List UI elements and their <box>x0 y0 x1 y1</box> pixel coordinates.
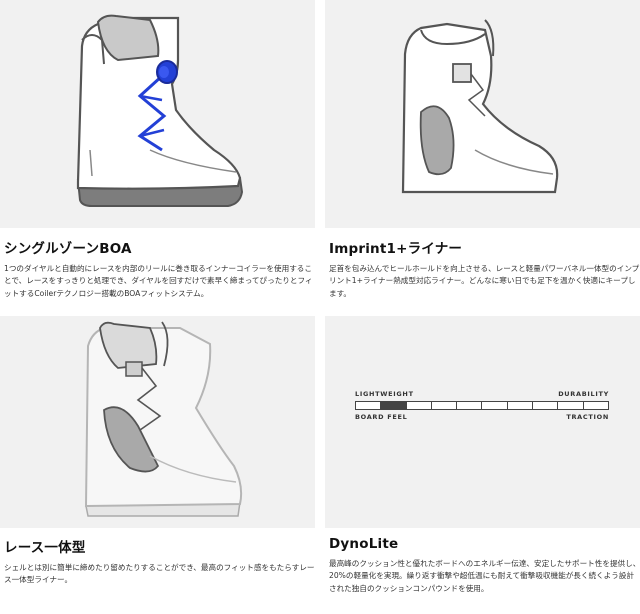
feature-title: Imprint1+ライナー <box>329 241 463 257</box>
scale-top-labels: LIGHTWEIGHT DURABILITY <box>355 390 609 398</box>
feature-dynolite: DynoLite 最高峰のクッション性と優れたボードへのエネルギー伝達、安定した… <box>329 536 640 595</box>
label-board-feel: BOARD FEEL <box>355 413 408 421</box>
scale-segment <box>558 402 584 409</box>
scale-segment <box>356 402 382 409</box>
scale-segment <box>584 402 608 409</box>
scale-segment <box>432 402 458 409</box>
label-lightweight: LIGHTWEIGHT <box>355 390 414 398</box>
liner-icon <box>401 19 559 194</box>
boa-boot-icon <box>76 14 244 207</box>
scale-bar <box>355 401 609 410</box>
feature-description: 足首を包み込んでヒールホールドを向上させる、レースと軽量パワーバネル一体型のイン… <box>329 264 640 298</box>
feature-boa: シングルゾーンBOA 1つのダイヤルと自動的にレースを内部のリールに巻き取るイン… <box>4 237 316 300</box>
feature-description: シェルとは別に簡単に締めたり留めたりすることができ、最高のフィット感をもたらすレ… <box>4 563 315 585</box>
scale-segment <box>482 402 508 409</box>
scale-segment <box>457 402 483 409</box>
feature-title: DynoLite <box>329 536 399 552</box>
scale-segment-active <box>381 402 407 409</box>
feature-description: 最高峰のクッション性と優れたボードへのエネルギー伝達、安定したサポート性を提供し… <box>329 559 640 593</box>
scale-segment <box>508 402 534 409</box>
label-traction: TRACTION <box>566 413 609 421</box>
scale-segment <box>407 402 432 409</box>
scale-bottom-labels: BOARD FEEL TRACTION <box>355 413 609 421</box>
scale-segment <box>533 402 559 409</box>
label-durability: DURABILITY <box>558 390 609 398</box>
flex-scale: LIGHTWEIGHT DURABILITY BOARD FEEL TRACTI… <box>355 390 609 421</box>
feature-lace-integrated: レース一体型 シェルとは別に簡単に締めたり留めたりすることができ、最高のフィット… <box>4 536 316 587</box>
lace-liner-boot-icon <box>84 321 243 517</box>
feature-liner: Imprint1+ライナー 足首を包み込んでヒールホールドを向上させる、レースと… <box>329 237 640 300</box>
feature-title: レース一体型 <box>4 540 86 556</box>
liner-illustration-panel <box>325 0 640 228</box>
flex-scale-panel <box>325 316 640 528</box>
feature-description: 1つのダイヤルと自動的にレースを内部のリールに巻き取るインナーコイラーを使用する… <box>4 264 313 298</box>
lace-liner-illustration-panel <box>0 316 315 528</box>
feature-title: シングルゾーンBOA <box>4 241 132 257</box>
boa-boot-illustration-panel <box>0 0 315 228</box>
